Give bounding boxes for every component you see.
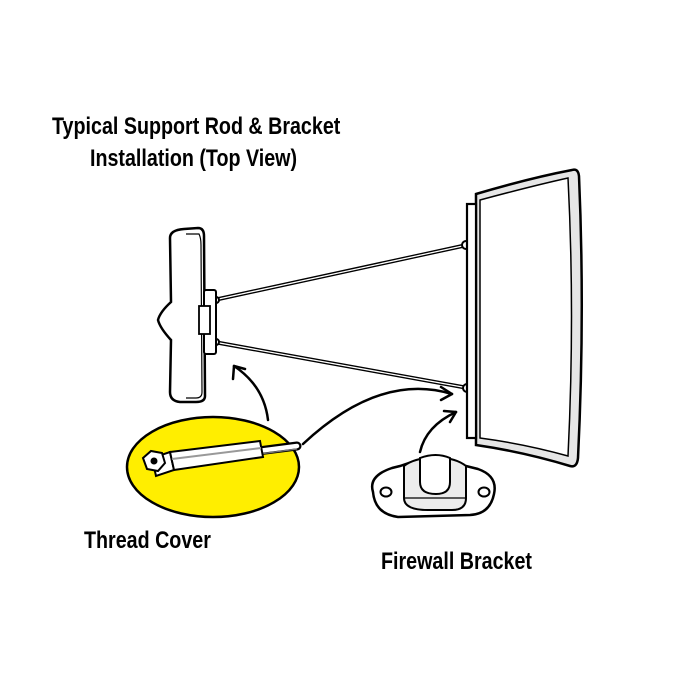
thread-cover-callout [125,415,302,519]
title-line-1: Typical Support Rod & Bracket [52,113,341,140]
support-rods [212,243,470,390]
mounting-hole-icon [379,486,491,498]
radiator-panel [465,168,584,468]
arrow-to-mount [232,364,270,422]
arrow-to-radiator [418,410,458,454]
hex-nut-icon [141,449,167,473]
left-mount-body [156,226,217,404]
thread-cover-label: Thread Cover [84,527,211,554]
arrow-to-rod-end [301,387,454,446]
firewall-bracket [370,454,496,519]
title-line-2: Installation (Top View) [90,145,298,172]
rod-end-fittings [212,240,472,393]
callout-arrows [231,364,458,454]
firewall-bracket-label: Firewall Bracket [381,548,532,575]
